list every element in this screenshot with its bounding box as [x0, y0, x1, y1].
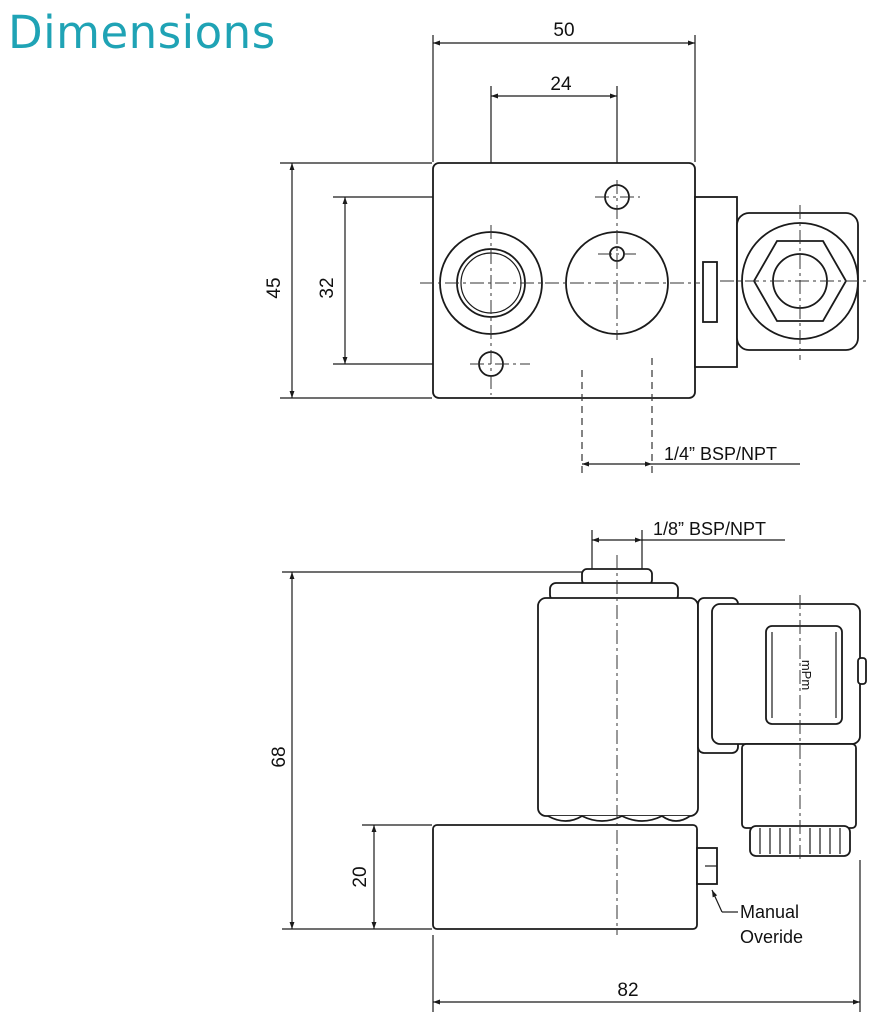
dimension-label-45: 45: [264, 277, 285, 298]
connector-label-plate: [765, 625, 843, 725]
port-label-1-4: 1/4” BSP/NPT: [664, 444, 777, 464]
connector-brand: mPm: [799, 660, 814, 690]
override-label-line1: Manual: [740, 902, 799, 922]
dimension-label-68: 68: [269, 746, 290, 767]
override-label-line2: Overide: [740, 927, 803, 947]
side-view: 1/8” BSP/NPT 68 20 mPm: [269, 519, 867, 1012]
dimension-label-20: 20: [350, 866, 371, 887]
dimension-label-50: 50: [553, 20, 574, 41]
top-view: 50 24 45 32: [264, 20, 870, 474]
dimension-label-24: 24: [550, 74, 572, 95]
coil-bottom-ridge: [547, 814, 691, 822]
coil-body: [537, 597, 699, 817]
dimension-label-82: 82: [617, 980, 638, 1001]
coil-tab-top: [702, 261, 718, 323]
dimension-label-32: 32: [317, 277, 338, 298]
port-label-1-8: 1/8” BSP/NPT: [653, 519, 766, 539]
page-title: Dimensions: [8, 6, 276, 59]
cable-gland: [741, 743, 857, 829]
valve-base: [432, 824, 698, 930]
